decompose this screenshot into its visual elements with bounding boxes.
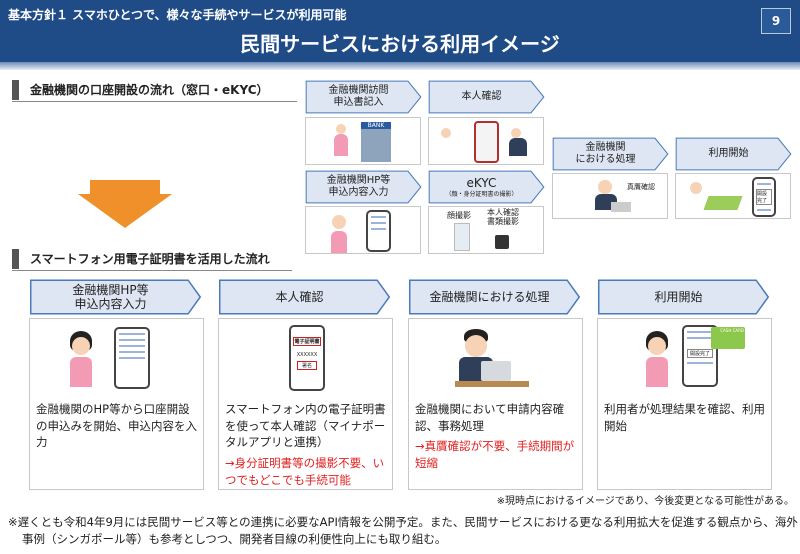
hp-illustration (305, 206, 421, 254)
step-label: 利用開始 (654, 289, 703, 304)
face-photo-phone-icon (454, 223, 470, 251)
laptop-icon (481, 361, 511, 381)
step-text: スマートフォン内の電子証明書を使って本人確認（マイナポータルアプリと連携） →身分… (225, 401, 386, 488)
cert-label: 電子証明書 (293, 337, 321, 346)
step-description: 金融機関において申請内容確認、事務処理 (415, 402, 565, 433)
step-description: 利用者が処理結果を確認、利用開始 (604, 402, 765, 433)
doc-photo-label: 本人確認 書類撮影 (487, 208, 519, 226)
smartphone-icon (114, 327, 150, 389)
person-body (334, 134, 348, 156)
step-label: 金融機関HP等 申込内容入力 (72, 282, 149, 311)
flow-step-identity: 本人確認 (218, 279, 391, 315)
ekyc-illustration: 顔撮影 本人確認 書類撮影 (428, 206, 544, 254)
slide-title: 民間サービスにおける利用イメージ (240, 32, 560, 56)
flow-card-hp: 金融機関のHP等から口座開設の申込みを開始、申込内容を入力 (29, 318, 204, 490)
step-visit: 金融機関訪問 申込書記入 (305, 80, 422, 114)
step-label: 金融機関における処理 (429, 289, 550, 304)
section1-title: 金融機関の口座開設の流れ（窓口・eKYC） (12, 80, 297, 102)
person-body (70, 357, 92, 387)
person-body (646, 357, 668, 387)
cash-cards-icon (703, 196, 743, 210)
smartphone-icon: 開設完了 (752, 177, 776, 217)
step-label: 金融機関 における処理 (575, 142, 636, 165)
step-description: 金融機関のHP等から口座開設の申込みを開始、申込内容を入力 (36, 402, 197, 450)
laptop-icon (611, 202, 631, 212)
footer-note: ※遅くとも令和4年9月には民間サービス等との連携に必要なAPI情報を公開予定。ま… (8, 515, 798, 547)
flow-card-start: 開設完了 CASH CARD 利用者が処理結果を確認、利用開始 (597, 318, 772, 490)
identity-illustration (428, 117, 544, 165)
flow-step-hp: 金融機関HP等 申込内容入力 (29, 279, 202, 315)
slide-subtitle: 基本方針１ スマホひとつで、様々な手続やサービスが利用可能 (8, 8, 347, 22)
doc-photo-camera-icon (495, 235, 509, 249)
step-benefit-note: →身分証明書等の撮影不要、いつでもどこでも手続可能 (225, 456, 385, 487)
visit-illustration: BANK (305, 117, 421, 165)
page-number: 9 (761, 8, 791, 34)
processing-illustration: 真贋確認 (552, 173, 668, 219)
step-identity: 本人確認 (428, 80, 545, 114)
smartphone-cert-icon: 電子証明書 XXXXXX 署名 (289, 325, 325, 391)
clerk-icon (598, 180, 612, 194)
step-label: 利用開始 (708, 148, 749, 159)
smartphone-icon: 開設完了 (682, 325, 718, 387)
section2-title: スマートフォン用電子証明書を活用した流れ (12, 249, 292, 271)
disclaimer-note: ※現時点におけるイメージであり、今後変更となる可能性がある。 (496, 496, 794, 507)
clerk-body (509, 138, 527, 156)
person-icon (441, 128, 451, 138)
person-icon (690, 182, 702, 194)
flow-card-processing: 金融機関において申請内容確認、事務処理 →真贋確認が不要、手続期間が短縮 (408, 318, 583, 490)
step-start: 利用開始 (675, 137, 792, 171)
done-label: 開設完了 (687, 349, 713, 358)
person-icon (72, 337, 90, 355)
step-processing: 金融機関 における処理 (552, 137, 669, 171)
person-icon (336, 124, 346, 134)
start-illustration: 開設完了 (675, 173, 791, 219)
done-label: 開設完了 (756, 189, 772, 205)
step-label: 本人確認 (461, 91, 502, 102)
smartphone-icon (366, 210, 391, 252)
sign-label: 署名 (297, 361, 317, 370)
step-label: 本人確認 (275, 289, 324, 304)
down-arrow-icon (78, 180, 172, 228)
face-photo-label: 顔撮影 (447, 211, 471, 220)
person-icon (332, 215, 346, 229)
step-hp: 金融機関HP等 申込内容入力 (305, 170, 422, 204)
step-ekyc: eKYC（顔・身分証明書の撮影） (428, 170, 545, 204)
header-gradient (0, 62, 800, 70)
step-label: 金融機関訪問 申込書記入 (328, 85, 389, 108)
flow-card-identity: 電子証明書 XXXXXX 署名 スマートフォン内の電子証明書を使って本人確認（マ… (218, 318, 393, 490)
clerk-icon (465, 335, 487, 357)
cert-number: XXXXXX (296, 352, 318, 358)
flow-step-start: 利用開始 (597, 279, 770, 315)
authenticity-label: 真贋確認 (627, 183, 655, 191)
step-label: 金融機関HP等 申込内容入力 (326, 175, 391, 198)
step-benefit-note: →真贋確認が不要、手続期間が短縮 (415, 439, 575, 471)
step-sublabel: （顔・身分証明書の撮影） (445, 190, 518, 198)
flow-step-processing: 金融機関における処理 (408, 279, 581, 315)
bank-building-icon: BANK (361, 122, 391, 162)
bank-sign: BANK (361, 122, 391, 129)
id-document-icon (474, 121, 499, 163)
cash-card-icon: CASH CARD (711, 327, 745, 349)
slide-header: 基本方針１ スマホひとつで、様々な手続やサービスが利用可能 民間サービスにおける… (0, 0, 800, 62)
step-description: スマートフォン内の電子証明書を使って本人確認（マイナポータルアプリと連携） (225, 402, 386, 450)
step-label: eKYC (466, 176, 497, 191)
person-icon (648, 337, 666, 355)
desk-icon (455, 381, 529, 387)
clerk-icon (511, 128, 521, 138)
person-body (331, 231, 347, 253)
card-label: CASH CARD (720, 328, 744, 333)
step-text: 金融機関において申請内容確認、事務処理 →真贋確認が不要、手続期間が短縮 (415, 401, 576, 472)
